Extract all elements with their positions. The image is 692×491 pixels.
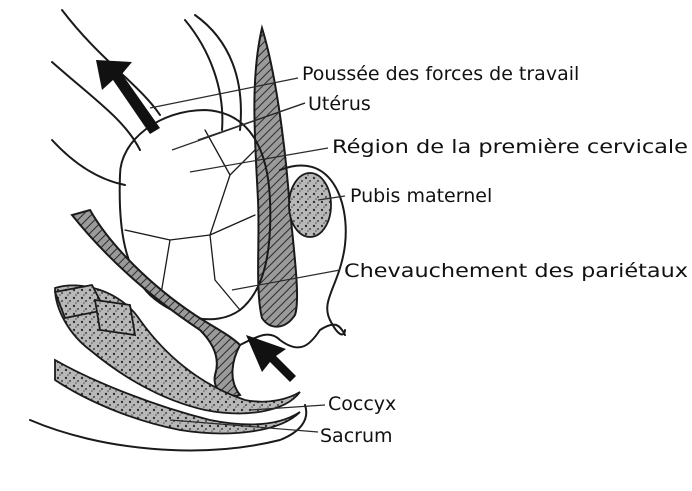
- force-arrow-icon: [96, 60, 160, 134]
- sacral-vertebra-2: [95, 300, 135, 335]
- label-sacrum: Sacrum: [320, 425, 393, 447]
- uterus-left-contour: [52, 140, 125, 185]
- label-uterus: Utérus: [308, 93, 371, 115]
- label-poussee: Poussée des forces de travail: [302, 63, 579, 85]
- exit-arrow-icon: [246, 335, 296, 382]
- skull-suture-1: [125, 215, 255, 240]
- uterus-outer-line: [52, 62, 140, 150]
- uterus-top-curve: [195, 15, 241, 130]
- maternal-pubis: [289, 173, 331, 237]
- label-chevauchement: Chevauchement des pariétaux: [344, 260, 688, 282]
- label-region-cervicale: Région de la première cervicale: [332, 136, 688, 158]
- label-coccyx: Coccyx: [328, 393, 396, 415]
- skull-suture-4: [210, 150, 255, 235]
- skull-suture-2: [210, 235, 240, 310]
- label-pubis: Pubis maternel: [350, 185, 492, 207]
